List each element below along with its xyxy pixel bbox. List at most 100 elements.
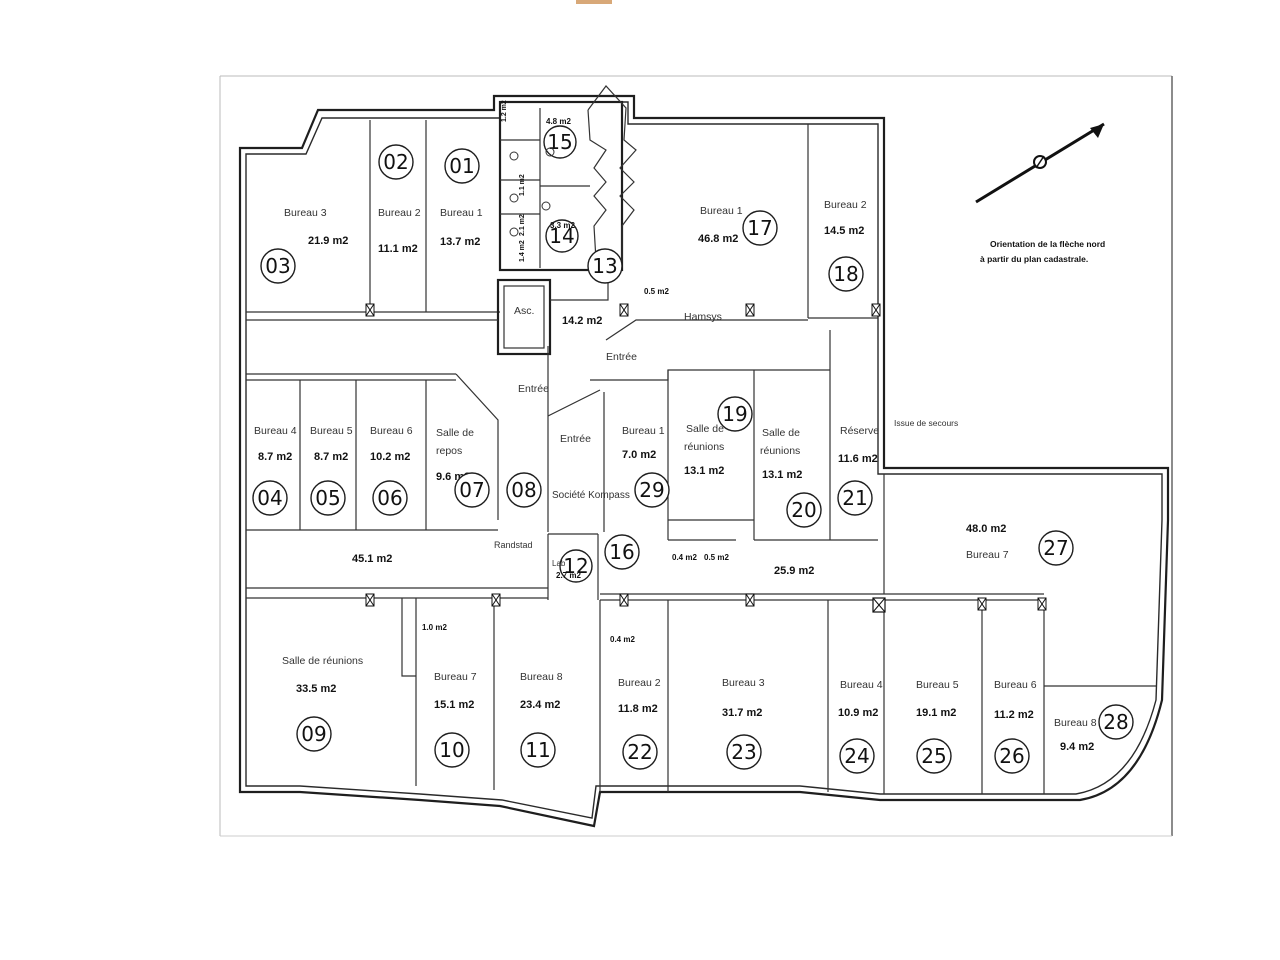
room-area: 23.4 m2 [520,699,560,711]
room-12: Lab 2.7 m2 12 [552,549,593,583]
room-14: 3.3 m2 14 [545,219,579,253]
wc-area: 1.4 m2 [519,240,526,262]
room-11: Bureau 8 23.4 m2 11 [520,671,563,768]
door-marker [977,597,987,611]
room-number: 05 [315,486,340,510]
room-name: Bureau 6 [370,425,413,437]
room-name: Bureau 8 [520,671,563,683]
room-20: Salle de réunions 13.1 m2 20 [760,427,822,528]
room-area: 33.5 m2 [296,683,336,695]
room-area: 3.3 m2 [550,221,575,230]
room-number: 15 [547,130,572,154]
room-number: 07 [459,478,484,502]
room-name: Bureau 1 [700,205,743,217]
hamsys-label: Hamsys [684,311,722,323]
room-number: 09 [301,722,326,746]
room-name: repos [436,445,462,457]
room-name: Lab [552,559,566,568]
room-number: 26 [999,744,1024,768]
room-26: Bureau 6 11.2 m2 26 [994,679,1037,774]
room-number: 28 [1103,710,1128,734]
room-24: Bureau 4 10.9 m2 24 [838,679,883,774]
randstad-label: Randstad [494,540,533,550]
room-area: 13.7 m2 [440,236,480,248]
room-area: 13.1 m2 [762,469,802,481]
room-03: Bureau 3 21.9 m2 03 [260,207,348,284]
north-arrow-icon [975,122,1105,204]
door-marker [619,303,629,317]
room-name: Salle de [436,427,474,439]
room-area: 10.9 m2 [838,707,878,719]
room-18: Bureau 2 14.5 m2 18 [824,199,867,292]
internal-walls [246,85,1156,794]
door-marker [745,593,755,607]
room-area: 10.2 m2 [370,451,410,463]
room-name: Bureau 8 [1054,717,1097,729]
room-number: 06 [377,486,402,510]
room-number: 18 [833,262,858,286]
room-area: 9.4 m2 [1060,741,1094,753]
kompass-label: Société Kompass [552,490,630,501]
room-07: Salle de repos 9.6 m2 07 [436,427,490,508]
room-name: Salle de réunions [282,655,363,667]
room-number: 21 [842,486,867,510]
wc-area: 1.1 m2 [519,174,526,196]
room-area: 31.7 m2 [722,707,762,719]
room-name: Réserve [840,425,879,437]
room-10: Bureau 7 15.1 m2 10 [434,671,477,768]
door-marker [619,593,629,607]
room-number: 23 [731,740,756,764]
room-22: Bureau 2 11.8 m2 22 [618,677,661,770]
room-area: 11.2 m2 [994,709,1034,721]
room-number: 08 [511,478,536,502]
room-number: 11 [525,738,550,762]
room-number: 10 [439,738,464,762]
compass-note-line1: Orientation de la flèche nord [990,239,1105,249]
elevator-label: Asc. [514,305,534,317]
door-marker [871,303,881,317]
corridor-right-area: 25.9 m2 [774,565,814,577]
room-area: 19.1 m2 [916,707,956,719]
wc-area: 2.1 m2 [519,214,526,236]
door-marker [365,303,375,317]
room-01: Bureau 1 13.7 m2 01 [440,148,483,248]
room-25: Bureau 5 19.1 m2 25 [916,679,959,774]
room-name: Salle de [686,423,724,435]
outer-walls [238,94,1170,828]
room-15: 4.8 m2 15 [543,117,577,159]
room-name: réunions [760,445,800,457]
emergency-exit-label: Issue de secours [894,418,958,428]
wc-fixtures [509,147,555,237]
room-area: 11.6 m2 [838,453,878,465]
door-markers [365,303,1047,613]
door-marker [491,593,501,607]
corridor-small-area: 1.0 m2 [422,623,447,632]
room-28: Bureau 8 9.4 m2 28 [1054,704,1134,753]
room-number: 19 [722,402,747,426]
room-19: Salle de réunions 13.1 m2 19 [684,396,753,477]
room-name: Bureau 2 [378,207,421,219]
room-area: 4.8 m2 [546,117,571,126]
room-name: Bureau 4 [254,425,297,437]
room-number: 20 [791,498,816,522]
room-13: 14.2 m2 13 [562,248,623,327]
room-name: Bureau 2 [618,677,661,689]
room-08: 08 [506,472,542,508]
room-name: Bureau 7 [434,671,477,683]
corridor-small-area: 0.4 m2 [672,553,697,562]
room-name: Bureau 3 [284,207,327,219]
entrance-label: Entrée [560,433,591,445]
room-name: Bureau 1 [440,207,483,219]
room-name: réunions [684,441,724,453]
top-marker [576,0,612,4]
room-number: 17 [747,216,772,240]
room-number: 27 [1043,536,1068,560]
room-number: 01 [449,154,474,178]
room-name: Bureau 7 [966,549,1009,561]
room-name: Bureau 5 [310,425,353,437]
room-name: Bureau 4 [840,679,883,691]
room-name: Bureau 2 [824,199,867,211]
room-area: 11.1 m2 [378,243,418,255]
room-05: Bureau 5 8.7 m2 05 [310,425,353,516]
